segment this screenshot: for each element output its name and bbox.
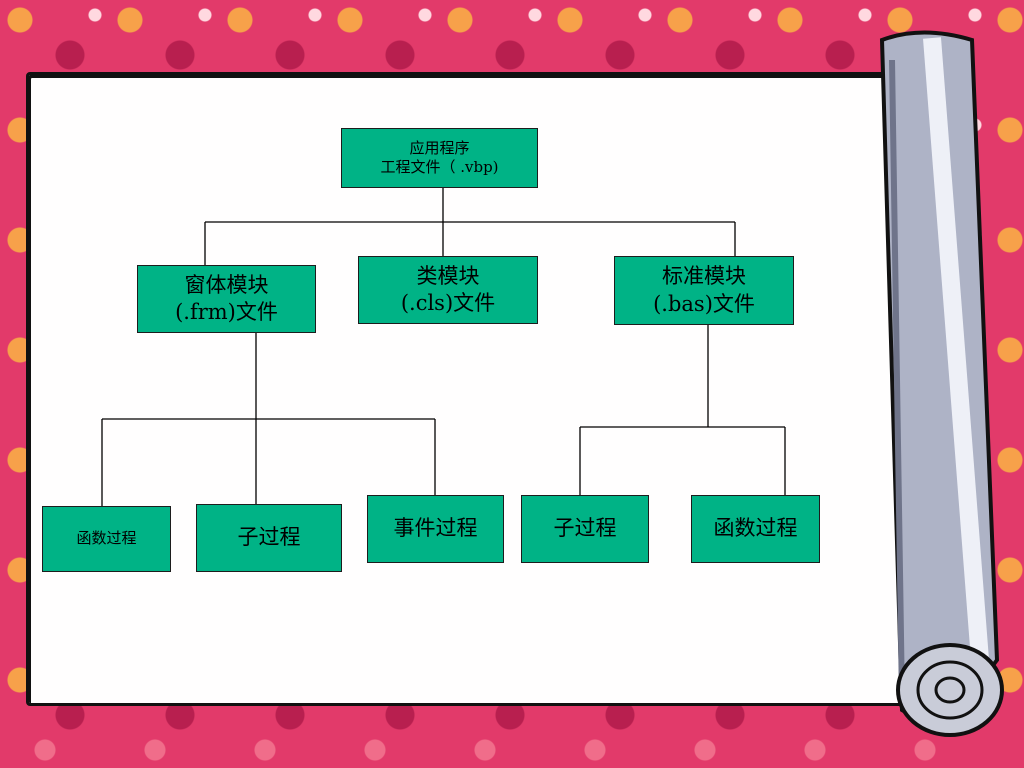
standard-child-function-procedure: 函数过程: [691, 495, 820, 563]
form-module-node: 窗体模块 (.frm)文件: [137, 265, 316, 333]
form-child-event-procedure: 事件过程: [367, 495, 504, 563]
class-module-node: 类模块 (.cls)文件: [358, 256, 538, 324]
standard-child-0-label: 子过程: [553, 516, 617, 541]
form-child-1-label: 子过程: [237, 525, 301, 550]
form-child-0-label: 函数过程: [76, 529, 137, 548]
form-child-sub-procedure: 子过程: [196, 504, 342, 572]
standard-module-node: 标准模块 (.bas)文件: [614, 256, 794, 325]
standard-module-line2: (.bas)文件: [653, 291, 755, 316]
form-child-function-procedure: 函数过程: [42, 506, 171, 572]
standard-child-1-label: 函数过程: [713, 516, 798, 541]
class-module-line2: (.cls)文件: [400, 291, 496, 315]
form-child-2-label: 事件过程: [393, 516, 478, 541]
standard-child-sub-procedure: 子过程: [521, 495, 649, 563]
root-node-line2: 工程文件（ .vbp): [380, 158, 499, 176]
root-node-line1: 应用程序: [409, 138, 470, 157]
root-node-vbp: 应用程序 工程文件（ .vbp): [341, 128, 538, 188]
form-module-line1: 窗体模块: [184, 272, 269, 297]
class-module-line1: 类模块: [416, 263, 480, 288]
form-module-line2: (.frm)文件: [175, 300, 278, 324]
standard-module-line1: 标准模块: [662, 264, 746, 289]
